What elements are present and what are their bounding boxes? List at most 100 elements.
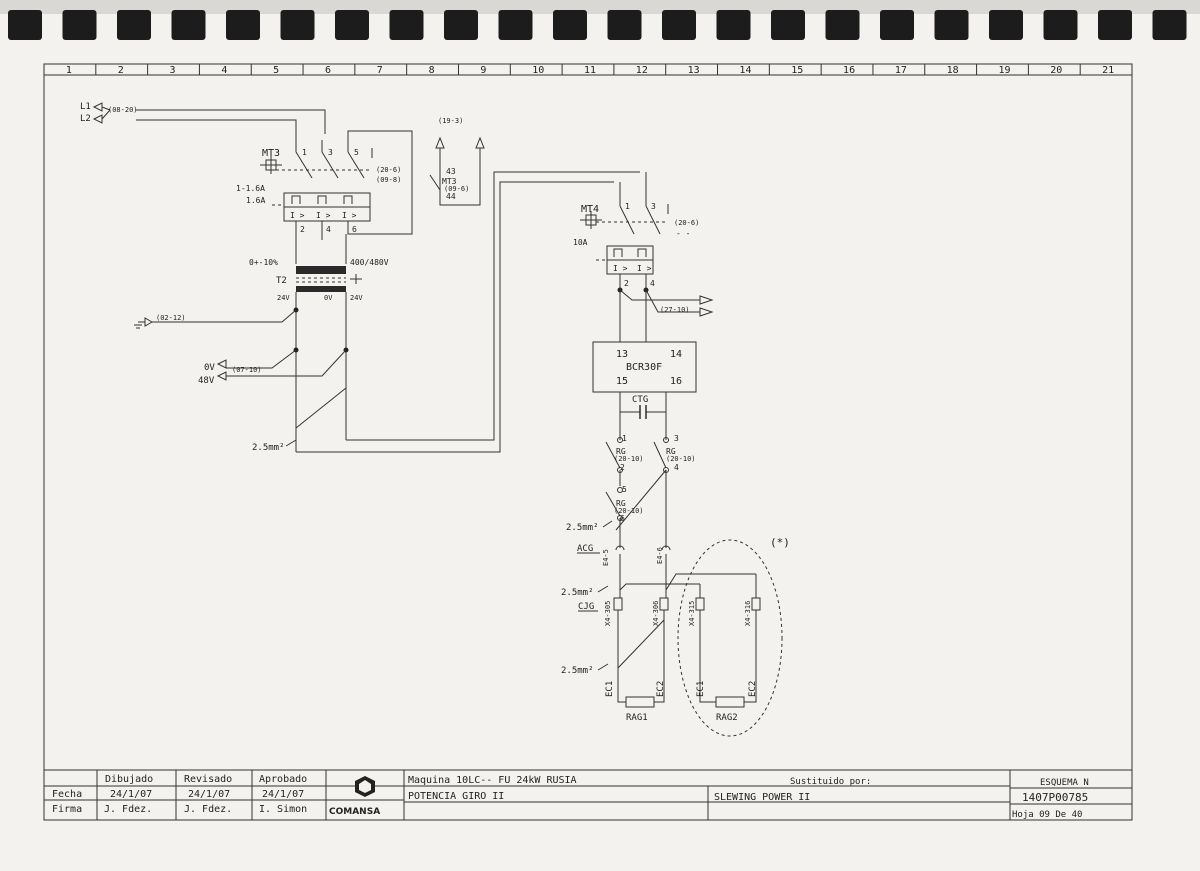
mt4-trip-1: I > bbox=[613, 264, 628, 273]
mt3-trip-1: I > bbox=[290, 211, 305, 220]
mt4-breaker: MT4 10A 1 3 (20-6) - - I > I > 2 4 (27-1… bbox=[573, 172, 714, 342]
acg-label: ACG bbox=[577, 544, 593, 554]
ctg-capacitor: CTG bbox=[619, 392, 667, 440]
mt3-label: MT3 bbox=[262, 148, 280, 159]
machine-description: Maquina 10LC-- FU 24kW RUSIA bbox=[408, 775, 577, 786]
mt3-terminal-1: 1 bbox=[302, 148, 307, 157]
column-number: 5 bbox=[273, 65, 279, 76]
sig-dibujado: J. Fdez. bbox=[104, 804, 152, 815]
supply-lines: L1 L2 (08-20) bbox=[80, 102, 326, 134]
x4-306-label: X4-306 bbox=[652, 601, 660, 626]
supply-ref: (08-20) bbox=[108, 106, 138, 114]
binding-ring bbox=[117, 10, 151, 40]
t2-primary-tolerance: 0+-10% bbox=[249, 258, 278, 267]
acg-cjg-wiring: 2.5mm² ACG E4-5 E4-6 2.5mm² CJG X4-305 X… bbox=[561, 520, 761, 698]
output-ref: (07-10) bbox=[232, 366, 262, 374]
rag2-label: RAG2 bbox=[716, 713, 738, 723]
binding-ring bbox=[1152, 10, 1187, 40]
mt3-aux-44: 44 bbox=[446, 192, 456, 201]
binding-ring bbox=[880, 10, 914, 40]
x4-315-label: X4-315 bbox=[688, 601, 696, 626]
mt3-terminal-4: 4 bbox=[326, 225, 331, 234]
binding-ring bbox=[8, 10, 42, 40]
column-number: 13 bbox=[688, 65, 700, 76]
x4-316-label: X4-316 bbox=[744, 601, 752, 626]
binding-ring bbox=[934, 10, 969, 40]
mt3-aux-43: 43 bbox=[446, 167, 456, 176]
rag1-label: RAG1 bbox=[626, 713, 648, 723]
rag1-ec1: EC1 bbox=[605, 681, 615, 697]
column-number: 11 bbox=[584, 65, 596, 76]
binding-ring bbox=[716, 10, 751, 40]
t2-transformer: 0+-10% 400/480V T2 24V 0V 24V bbox=[249, 234, 389, 302]
fecha-label: Fecha bbox=[52, 789, 82, 800]
sig-aprobado: I. Simon bbox=[259, 804, 307, 815]
e4-5-label: E4-5 bbox=[602, 549, 610, 566]
cjg-label: CJG bbox=[578, 602, 594, 612]
mt3-ref-1: (20-6) bbox=[376, 166, 401, 174]
t2-secondary-24v-left: 24V bbox=[277, 294, 290, 302]
binding-ring bbox=[1043, 10, 1078, 40]
mt4-ref-2: (27-10) bbox=[660, 306, 690, 314]
cable-size-3: 2.5mm² bbox=[561, 588, 594, 598]
rg-contactor-contacts: 1 3 RG RG (20-10) (20-10) 2 4 5 RG (20-1… bbox=[605, 434, 696, 548]
bcr-terminal-15: 15 bbox=[616, 376, 628, 387]
rg-contact-4: 4 bbox=[674, 463, 679, 472]
column-number: 2 bbox=[118, 65, 124, 76]
revisado-header: Revisado bbox=[184, 774, 232, 785]
rag2-heater: EC1 EC2 RAG2 bbox=[696, 681, 758, 723]
rg-ref-3: (20-10) bbox=[614, 507, 644, 515]
title-spanish: POTENCIA GIRO II bbox=[408, 791, 504, 802]
column-number: 20 bbox=[1050, 65, 1062, 76]
mt3-aux-label: MT3 bbox=[442, 177, 457, 186]
mt3-terminal-2: 2 bbox=[300, 225, 305, 234]
title-block: Dibujado Revisado Aprobado Fecha Firma 2… bbox=[44, 769, 1132, 820]
rg-label-3: RG bbox=[616, 499, 626, 508]
column-number: 21 bbox=[1102, 65, 1114, 76]
binding-ring bbox=[1098, 10, 1132, 40]
mt3-terminal-6: 6 bbox=[352, 225, 357, 234]
mt3-terminal-5: 5 bbox=[354, 148, 359, 157]
column-number: 10 bbox=[532, 65, 544, 76]
date-revisado: 24/1/07 bbox=[188, 789, 230, 800]
binding-ring bbox=[498, 10, 533, 40]
output-48v: 48V bbox=[198, 376, 215, 386]
rag1-heater: EC1 EC2 RAG1 bbox=[605, 681, 666, 723]
mt3-setting: 1.6A bbox=[246, 196, 265, 205]
binding-ring bbox=[553, 10, 587, 40]
column-number: 19 bbox=[998, 65, 1010, 76]
cable-size-2: 2.5mm² bbox=[566, 523, 599, 533]
sheet-number: Hoja 09 De 40 bbox=[1012, 810, 1082, 820]
t2-primary-voltage: 400/480V bbox=[350, 258, 389, 267]
rg-contact-5: 5 bbox=[622, 485, 627, 494]
rg-contact-2: 2 bbox=[620, 463, 625, 472]
binding-ring bbox=[171, 10, 206, 40]
mt3-aux-ref: (09-6) bbox=[444, 185, 469, 193]
binding-ring bbox=[607, 10, 642, 40]
binding-ring bbox=[444, 10, 478, 40]
binding-ring bbox=[335, 10, 369, 40]
x4-305-label: X4-305 bbox=[604, 601, 612, 626]
mt3-terminal-3: 3 bbox=[328, 148, 333, 157]
date-aprobado: 24/1/07 bbox=[262, 789, 304, 800]
mt4-rating: 10A bbox=[573, 238, 588, 247]
output-0v: 0V bbox=[204, 363, 215, 373]
column-number: 9 bbox=[480, 65, 486, 76]
company-name: COMANSA bbox=[329, 807, 380, 817]
binding-ring bbox=[389, 10, 424, 40]
dibujado-header: Dibujado bbox=[105, 774, 153, 785]
cable-size-1: 2.5mm² bbox=[252, 443, 285, 453]
column-number: 7 bbox=[377, 65, 383, 76]
title-english: SLEWING POWER II bbox=[714, 792, 810, 803]
t2-label: T2 bbox=[276, 276, 287, 286]
rag2-ec2: EC2 bbox=[748, 681, 758, 697]
spiral-binding bbox=[0, 0, 1200, 40]
rag2-ec1: EC1 bbox=[696, 681, 706, 697]
drawing-frame bbox=[43, 63, 1133, 821]
sig-revisado: J. Fdez. bbox=[184, 804, 232, 815]
mt4-trip-2: I > bbox=[637, 264, 652, 273]
firma-label: Firma bbox=[52, 804, 82, 815]
binding-ring bbox=[825, 10, 860, 40]
column-number: 15 bbox=[791, 65, 803, 76]
